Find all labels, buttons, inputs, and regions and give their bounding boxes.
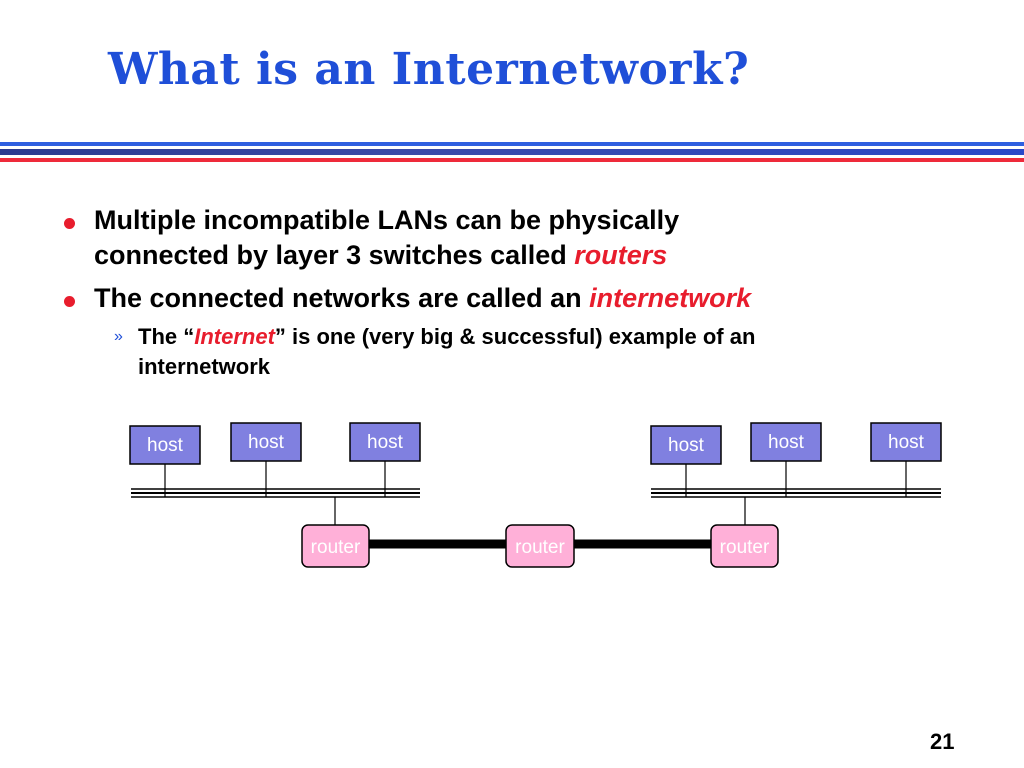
host-label: host: [888, 432, 925, 453]
bullet-list: Multiple incompatible LANs can be physic…: [58, 203, 988, 382]
host-box: [230, 422, 302, 462]
bullet-dot-icon: [64, 218, 75, 229]
host-box: [129, 425, 201, 465]
page-number: 21: [930, 729, 955, 754]
router-box: [301, 524, 370, 568]
router-label: router: [311, 537, 361, 558]
bullet-routers: Multiple incompatible LANs can be physic…: [58, 203, 988, 273]
bullet-dot-icon: [64, 296, 75, 307]
emphasis-routers: routers: [574, 240, 668, 270]
title-rule-middle: [0, 149, 1024, 155]
title-rule-bottom: [0, 158, 1024, 162]
bullet-text-line1: Multiple incompatible LANs can be physic…: [94, 205, 680, 235]
host-label: host: [668, 435, 705, 456]
host-box: [650, 425, 722, 465]
emphasis-internetwork: internetwork: [589, 283, 752, 313]
sub-bullet-internet: » The “Internet” is one (very big & succ…: [58, 322, 988, 382]
router-box: [505, 524, 575, 568]
emphasis-internet: Internet: [194, 324, 275, 349]
router-box: [710, 524, 779, 568]
host-label: host: [147, 435, 184, 456]
host-box: [870, 422, 942, 462]
slide-title: What is an Internetwork?: [108, 44, 750, 95]
bullet-internetwork: The connected networks are called an int…: [58, 281, 988, 316]
host-label: host: [768, 432, 805, 453]
host-box: [349, 422, 421, 462]
bullet-text: The connected networks are called an: [94, 283, 590, 313]
sub-bullet-marker-icon: »: [114, 328, 123, 345]
router-label: router: [515, 537, 565, 558]
sub-bullet-text-line2: internetwork: [138, 354, 271, 379]
router-label: router: [720, 537, 770, 558]
sub-bullet-text-start: The “: [138, 324, 195, 349]
host-label: host: [367, 432, 404, 453]
host-box: [750, 422, 822, 462]
host-label: host: [248, 432, 285, 453]
bullet-text-line2: connected by layer 3 switches called: [94, 240, 575, 270]
sub-bullet-text-end: ” is one (very big & successful) example…: [274, 324, 756, 349]
title-rule-top: [0, 142, 1024, 146]
